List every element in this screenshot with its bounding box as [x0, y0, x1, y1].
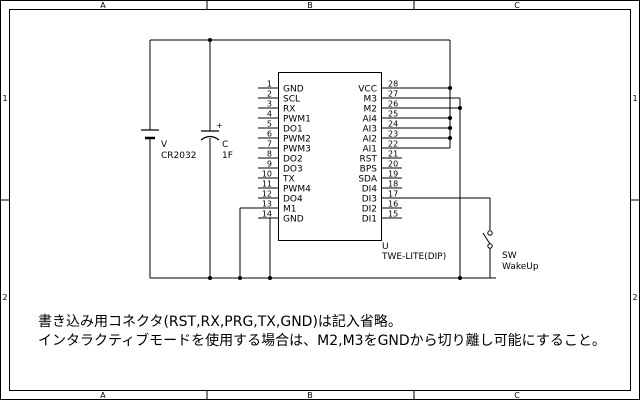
capacitor-polarity: +	[216, 121, 223, 130]
ic-pin-name-left: DO4	[283, 195, 303, 205]
ic-pin-name-right: RST	[360, 155, 378, 165]
zone-label-left-1: 1	[2, 94, 7, 103]
ic-pin-name-right: AI4	[362, 115, 377, 125]
ic-pin-name-right: M2	[364, 105, 378, 115]
ic-pin-number-left: 14	[262, 210, 272, 219]
ic-pin-number-left: 2	[267, 90, 272, 99]
ic-pin-name-left: DO3	[283, 165, 303, 175]
junction-dots	[208, 38, 462, 280]
ic-pin-number-left: 7	[267, 140, 272, 149]
ic-pin-number-left: 10	[262, 170, 272, 179]
ic-pin-name-left: PWM4	[283, 185, 311, 195]
zone-label-top-b: B	[307, 1, 313, 10]
capacitor-symbol	[200, 130, 220, 141]
switch-value: WakeUp	[502, 262, 539, 272]
ic-pin-name-left: SCL	[283, 95, 300, 105]
ic-pin-name-left: PWM1	[283, 115, 311, 125]
ic-pin-number-right: 22	[388, 140, 398, 149]
ic-pin-name-left: DO1	[283, 125, 303, 135]
ic-pin-number-left: 12	[262, 190, 272, 199]
ic-pin-number-right: 15	[388, 210, 398, 219]
ic-pin-name-right: AI2	[362, 135, 377, 145]
ic-pin-name-right: DI1	[362, 215, 377, 225]
ic-pin-name-left: PWM3	[283, 145, 311, 155]
ic-pin-name-left: PWM2	[283, 135, 311, 145]
ic-pin-name-left: TX	[282, 175, 295, 185]
ic-pin-name-left: GND	[283, 215, 304, 225]
ic-pin-number-right: 18	[388, 180, 398, 189]
ic-pin-name-left: M1	[283, 205, 297, 215]
ic-pin-number-right: 21	[388, 150, 398, 159]
ic-pin-name-right: M3	[364, 95, 378, 105]
ic-pin-number-right: 28	[388, 80, 398, 89]
note-line-2: インタラクティブモードを使用する場合は、M2,M3をGNDから切り離し可能にする…	[38, 332, 606, 349]
ic-pin-number-left: 13	[262, 200, 272, 209]
zone-label-bottom-b: B	[307, 391, 313, 400]
ic-pin-number-left: 4	[267, 110, 272, 119]
ic-pin-number-right: 23	[388, 130, 398, 139]
ic-pin-name-right: DI4	[362, 185, 378, 195]
ic-pin-number-left: 1	[267, 80, 272, 89]
zone-label-right-1: 1	[632, 94, 637, 103]
ic-pin-number-right: 27	[388, 90, 398, 99]
ic-pin-number-right: 16	[388, 200, 398, 209]
ic-pin-name-right: DI3	[362, 195, 377, 205]
ic-pin-name-left: DO2	[283, 155, 303, 165]
ic-pin-name-right: VCC	[358, 85, 377, 95]
battery-value: CR2032	[161, 151, 196, 161]
zone-label-top-a: A	[100, 1, 106, 10]
ic-pin-number-right: 25	[388, 110, 398, 119]
zone-label-left-2: 2	[2, 293, 7, 302]
ic-pin-name-right: DI2	[362, 205, 377, 215]
switch-ref: SW	[502, 251, 517, 261]
note-line-1: 書き込み用コネクタ(RST,RX,PRG,TX,GND)は記入省略。	[38, 313, 402, 330]
battery-ref: V	[161, 140, 168, 150]
ic-pin-name-left: RX	[283, 105, 295, 115]
ic-pin-number-left: 6	[267, 130, 272, 139]
ic-pin-number-right: 17	[388, 190, 398, 199]
ic-pin-number-left: 8	[267, 150, 272, 159]
ic-pin-name-right: AI3	[362, 125, 377, 135]
ic-pin-name-right: SDA	[358, 175, 377, 185]
ic-body	[278, 72, 382, 241]
zone-label-top-c: C	[514, 1, 520, 10]
battery-symbol	[141, 129, 159, 140]
zone-label-right-2: 2	[632, 293, 637, 302]
ic-pin-number-left: 5	[267, 120, 272, 129]
ic-pin-name-right: AI1	[362, 145, 377, 155]
ic-pin-number-right: 20	[388, 160, 398, 169]
ic-pin-name-right: BPS	[360, 165, 378, 175]
ic-pin-number-right: 24	[388, 120, 398, 129]
zone-label-bottom-a: A	[100, 391, 106, 400]
ic-pin-number-right: 19	[388, 170, 398, 179]
ic-pin-number-left: 9	[267, 160, 272, 169]
wires	[149, 39, 496, 279]
ic-ref: U	[382, 242, 389, 252]
ic-pin-number-left: 11	[262, 180, 272, 189]
ic-pin-number-right: 26	[388, 100, 398, 109]
ic-part: TWE-LITE(DIP)	[381, 252, 446, 262]
ic-pin-number-left: 3	[267, 100, 272, 109]
ic-pin-name-left: GND	[283, 85, 304, 95]
switch-symbol	[482, 230, 493, 249]
capacitor-ref: C	[222, 140, 228, 150]
zone-label-bottom-c: C	[514, 391, 520, 400]
capacitor-value: 1F	[222, 151, 233, 161]
